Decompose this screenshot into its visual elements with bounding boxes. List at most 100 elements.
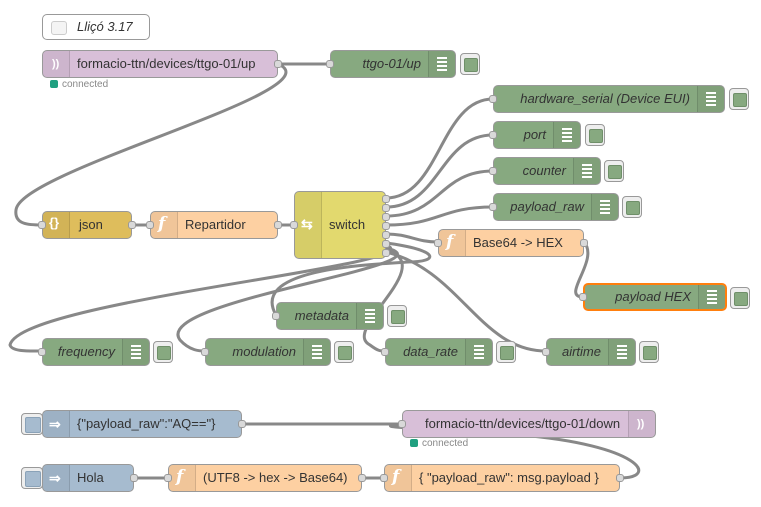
inject-node-hola[interactable]: ⇒ Hola [42,464,138,492]
input-port[interactable] [380,474,388,482]
inject-trigger-button[interactable] [21,413,43,435]
debug-list-icon [465,339,492,365]
debug-toggle-button[interactable] [460,53,480,75]
output-port[interactable] [580,239,588,247]
arrow-right-icon: ⇒ [43,411,70,437]
inject-trigger-button[interactable] [21,467,43,489]
payload-fn-label: { "payload_raw": msg.payload } [419,470,599,485]
output-port[interactable] [382,204,390,212]
output-port[interactable] [616,474,624,482]
input-port[interactable] [38,221,46,229]
debug-node-frequency[interactable]: frequency [38,338,150,366]
output-port[interactable] [128,221,136,229]
input-port[interactable] [489,203,497,211]
input-port[interactable] [164,474,172,482]
output-port[interactable] [238,420,246,428]
input-port[interactable] [381,348,389,356]
mqtt-out-label: formacio-ttn/devices/ttgo-01/down [425,416,621,431]
debug-node-metadata[interactable]: metadata [272,302,384,330]
output-port[interactable] [382,249,390,257]
debug-toggle-button[interactable] [604,160,624,182]
wire [385,250,547,353]
debug-list-icon [303,339,330,365]
json-node[interactable]: {} json [38,211,136,239]
debug-toggle-button[interactable] [729,88,749,110]
function-node-repartidor[interactable]: f Repartidor [146,211,282,239]
input-port[interactable] [201,348,209,356]
input-port[interactable] [542,348,550,356]
output-port[interactable] [382,240,390,248]
function-icon: f [439,230,466,256]
output-port[interactable] [382,213,390,221]
debug-node-airtime[interactable]: airtime [542,338,636,366]
debug-label: modulation [232,344,296,359]
debug-list-icon [698,285,725,309]
debug-toggle-button[interactable] [496,341,516,363]
input-port[interactable] [489,167,497,175]
debug-node-payload-raw[interactable]: payload_raw [489,193,619,221]
debug-label: payload HEX [615,289,691,304]
debug-label: metadata [294,308,349,323]
input-port[interactable] [146,221,154,229]
input-port[interactable] [38,348,46,356]
debug-node-modulation[interactable]: modulation [201,338,331,366]
debug-node-ttgo-up[interactable]: ttgo-01/up [326,50,456,78]
json-icon: {} [43,212,70,238]
debug-node-hardware-serial[interactable]: hardware_serial (Device EUI) [489,85,725,113]
connected-status-icon [50,80,58,88]
debug-node-data-rate[interactable]: data_rate [381,338,493,366]
comment-node[interactable]: Lliçó 3.17 [42,14,150,40]
debug-toggle-button[interactable] [730,287,750,309]
debug-toggle-button[interactable] [387,305,407,327]
wire [385,169,494,218]
inject-label: {"payload_raw":"AQ=="} [77,416,216,431]
comment-icon [51,21,67,35]
function-icon: f [151,212,178,238]
switch-node[interactable]: ⇆ switch [290,191,390,259]
debug-toggle-button[interactable] [639,341,659,363]
mqtt-in-node[interactable]: )) formacio-ttn/devices/ttgo-01/up [42,50,282,78]
debug-label: airtime [561,344,601,359]
output-port[interactable] [130,474,138,482]
debug-toggle-button[interactable] [334,341,354,363]
debug-toggle-button[interactable] [622,196,642,218]
function-node-base64-hex[interactable]: f Base64 -> HEX [434,229,588,257]
debug-toggle-button[interactable] [153,341,173,363]
arrow-right-icon: ⇒ [43,465,70,491]
repartidor-label: Repartidor [185,217,246,232]
output-port[interactable] [358,474,366,482]
json-label: json [79,217,103,232]
inject-node-aq[interactable]: ⇒ {"payload_raw":"AQ=="} [42,410,246,438]
input-port[interactable] [398,420,406,428]
input-port[interactable] [272,312,280,320]
output-port[interactable] [382,195,390,203]
input-port[interactable] [489,131,497,139]
debug-label: hardware_serial (Device EUI) [520,91,690,106]
output-port[interactable] [382,231,390,239]
output-port[interactable] [274,221,282,229]
input-port[interactable] [579,293,587,301]
wire [574,241,590,299]
input-port[interactable] [489,95,497,103]
mqtt-in-status: connected [50,79,108,90]
debug-toggle-button[interactable] [585,124,605,146]
comment-label: Lliçó 3.17 [77,19,133,34]
function-node-payload[interactable]: f { "payload_raw": msg.payload } [380,464,624,492]
debug-list-icon [356,303,383,329]
input-port[interactable] [290,221,298,229]
function-node-utf8[interactable]: f (UTF8 -> hex -> Base64) [164,464,366,492]
output-port[interactable] [382,222,390,230]
debug-list-icon [591,194,618,220]
debug-node-counter[interactable]: counter [489,157,601,185]
mqtt-in-label: formacio-ttn/devices/ttgo-01/up [77,56,256,71]
mqtt-out-node[interactable]: formacio-ttn/devices/ttgo-01/down )) [398,410,656,438]
debug-label: data_rate [403,344,458,359]
wifi-icon: )) [43,51,70,77]
input-port[interactable] [434,239,442,247]
input-port[interactable] [326,60,334,68]
debug-node-port[interactable]: port [489,121,581,149]
debug-node-payload-hex[interactable]: payload HEX [579,283,727,311]
output-port[interactable] [274,60,282,68]
